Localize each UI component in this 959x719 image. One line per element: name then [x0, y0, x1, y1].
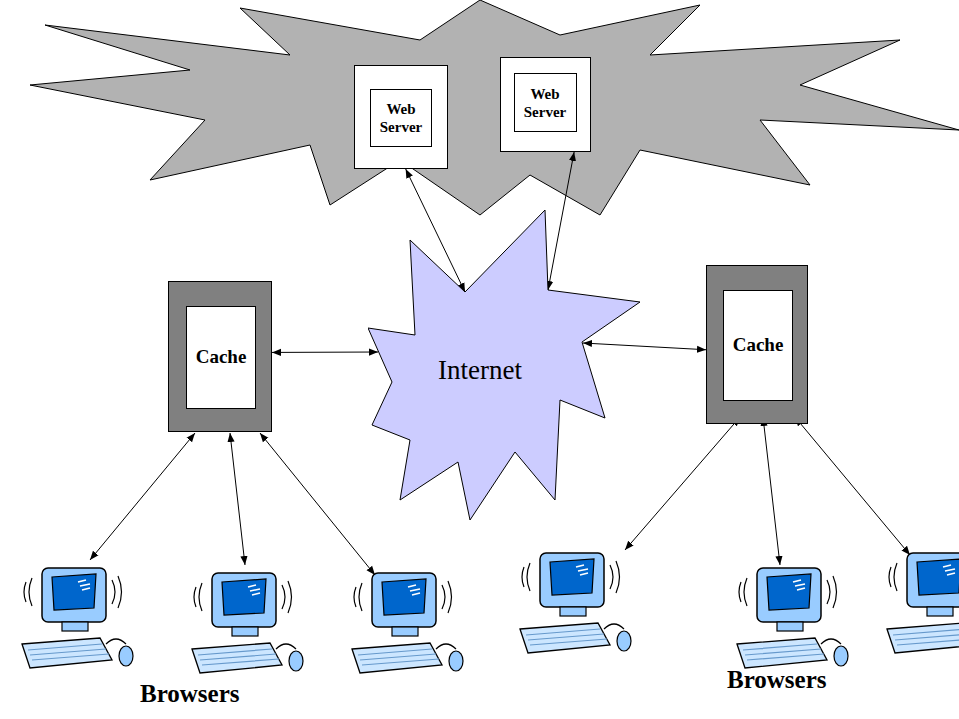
inner-panel: Web Server	[514, 73, 577, 132]
cloud-outline	[368, 210, 640, 520]
cache-box: Cache	[168, 281, 272, 432]
node-text: Cache	[196, 346, 247, 369]
cache-box: Cache	[706, 265, 808, 424]
web-server-box: Web Server	[354, 65, 448, 169]
inner-panel: Cache	[186, 306, 256, 409]
computer-icon	[22, 568, 133, 668]
computer-icon	[887, 553, 959, 653]
node-text: Web Server	[518, 85, 573, 121]
node-text: Internet	[438, 355, 522, 386]
link-arrow	[272, 352, 378, 353]
inner-panel: Cache	[723, 290, 793, 401]
node-text: Cache	[733, 334, 784, 357]
computer-icon	[352, 573, 463, 673]
node-text: Web Server	[374, 100, 428, 136]
group-label: Browsers	[140, 680, 240, 708]
computer-icon	[737, 568, 848, 668]
computer-icon	[520, 553, 631, 653]
internet-cloud: Internet	[368, 210, 640, 520]
group-label: Browsers	[727, 666, 827, 694]
computer-icon	[192, 573, 303, 673]
web-server-box: Web Server	[500, 57, 591, 152]
link-arrow	[548, 152, 574, 290]
inner-panel: Web Server	[370, 89, 432, 147]
link-arrow	[583, 343, 706, 350]
server-cloud	[30, 0, 959, 215]
